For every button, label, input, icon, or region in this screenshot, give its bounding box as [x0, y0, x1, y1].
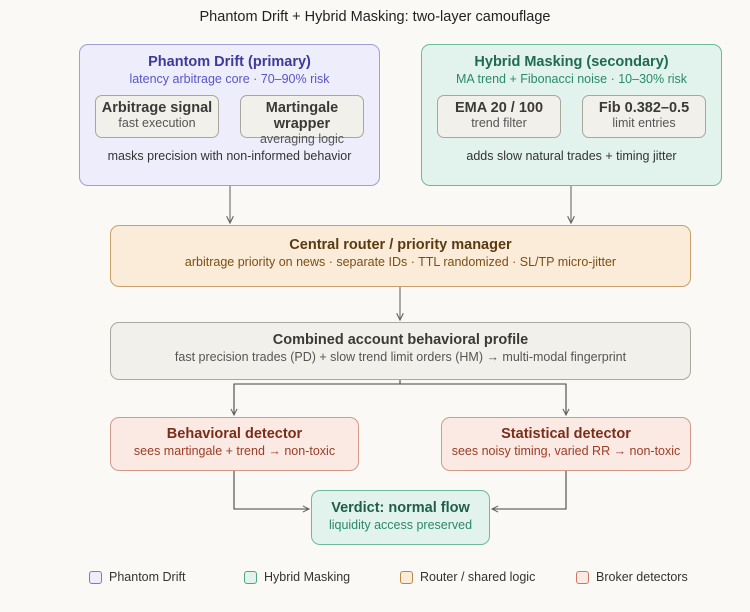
hybrid-masking-note: adds slow natural trades + timing jitter	[466, 149, 677, 163]
hybrid-masking-subtitle: MA trend + Fibonacci noise · 10–30% risk	[455, 72, 688, 86]
statistical-detector-sub: sees noisy timing, varied RR → non-toxic	[451, 444, 681, 458]
legend-label: Hybrid Masking	[264, 570, 351, 584]
behavioral-detector-title: Behavioral detector	[166, 426, 303, 442]
arrow-behavioral-to-verdict	[233, 471, 309, 509]
statistical-detector-title: Statistical detector	[501, 426, 631, 442]
legend-label: Router / shared logic	[420, 570, 536, 584]
fib-box: Fib 0.382–0.5 limit entries	[582, 95, 706, 138]
phantom-drift-subtitle: latency arbitrage core · 70–90% risk	[129, 72, 330, 86]
ema-title: EMA 20 / 100	[454, 100, 544, 116]
hybrid-masking-box: Hybrid Masking (secondary) MA trend + Fi…	[421, 44, 722, 186]
legend-item-hybrid-masking: Hybrid Masking	[244, 569, 350, 585]
profile-subtitle: fast precision trades (PD) + slow trend …	[174, 350, 627, 364]
legend-swatch	[400, 570, 413, 584]
router-title: Central router / priority manager	[289, 237, 512, 253]
martingale-wrapper-box: Martingale wrapper averaging logic	[240, 95, 364, 146]
behavioral-detector-sub: sees martingale + trend → non-toxic	[133, 444, 336, 458]
martingale-wrapper-title: Martingale wrapper	[265, 100, 339, 132]
verdict-box: Verdict: normal flow liquidity access pr…	[311, 490, 490, 545]
phantom-drift-box: Phantom Drift (primary) latency arbitrag…	[79, 44, 380, 186]
legend-item-phantom-drift: Phantom Drift	[89, 569, 185, 585]
verdict-title: Verdict: normal flow	[331, 500, 470, 516]
behavioral-detector-box: Behavioral detector sees martingale + tr…	[110, 417, 359, 471]
legend-label: Broker detectors	[596, 570, 688, 584]
profile-box: Combined account behavioral profile fast…	[110, 322, 691, 380]
legend-item-broker-detectors: Broker detectors	[576, 569, 688, 585]
hybrid-masking-title: Hybrid Masking (secondary)	[474, 54, 669, 70]
fib-sub: limit entries	[612, 116, 676, 130]
arrow-profile-to-statistical	[400, 383, 566, 415]
arrow-profile-to-behavioral	[234, 380, 401, 415]
legend-item-router: Router / shared logic	[400, 569, 535, 585]
legend-swatch	[244, 570, 257, 584]
legend-swatch	[576, 570, 589, 584]
martingale-wrapper-sub: averaging logic	[259, 132, 345, 146]
arbitrage-signal-title: Arbitrage signal	[101, 100, 213, 116]
legend-swatch	[89, 570, 102, 584]
arbitrage-signal-sub: fast execution	[118, 116, 196, 130]
profile-title: Combined account behavioral profile	[272, 332, 529, 348]
fib-title: Fib 0.382–0.5	[598, 100, 690, 116]
phantom-drift-title: Phantom Drift (primary)	[148, 54, 311, 70]
phantom-drift-note: masks precision with non-informed behavi…	[107, 149, 352, 163]
router-box: Central router / priority manager arbitr…	[110, 225, 691, 287]
verdict-subtitle: liquidity access preserved	[328, 518, 473, 532]
legend-label: Phantom Drift	[109, 570, 186, 584]
statistical-detector-box: Statistical detector sees noisy timing, …	[441, 417, 691, 471]
diagram-title: Phantom Drift + Hybrid Masking: two-laye…	[199, 9, 551, 25]
arbitrage-signal-box: Arbitrage signal fast execution	[95, 95, 219, 138]
ema-sub: trend filter	[471, 116, 527, 130]
ema-box: EMA 20 / 100 trend filter	[437, 95, 561, 138]
router-subtitle: arbitrage priority on news · separate ID…	[184, 255, 617, 269]
arrow-statistical-to-verdict	[492, 471, 567, 509]
